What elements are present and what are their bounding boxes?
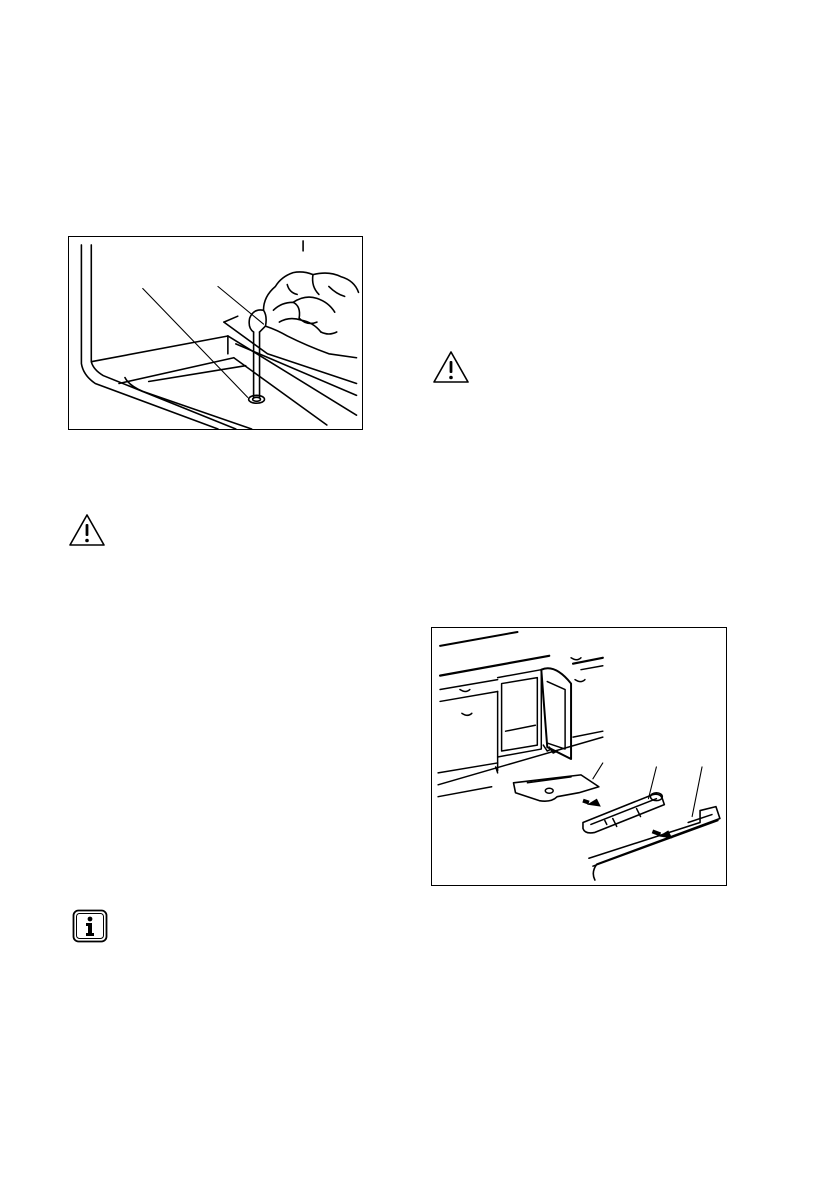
information-icon (72, 909, 108, 943)
filter-removal-illustration (431, 627, 727, 886)
filter-removal-drawing (432, 628, 726, 885)
drain-illustration-drawing (69, 237, 362, 429)
warning-triangle-icon (68, 513, 106, 547)
warning-triangle-icon (432, 350, 470, 384)
drain-illustration (68, 236, 363, 430)
